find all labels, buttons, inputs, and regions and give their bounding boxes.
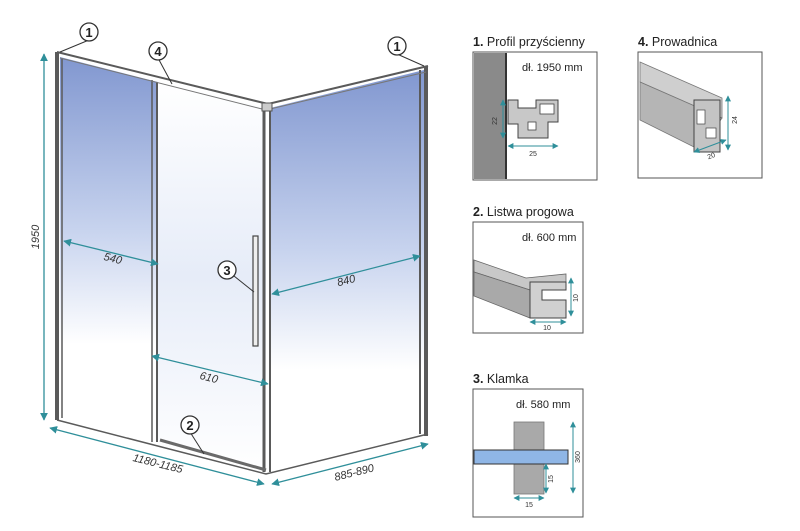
detail-handle-drawing: 360 15 15 dł. 580 mm [472, 388, 584, 518]
detail-wall-profile-drawing: 22 25 dł. 1950 mm [472, 51, 598, 181]
detail-2-title: 2. Listwa progowa [473, 205, 574, 219]
side-width-label: 885-890 [333, 462, 376, 484]
svg-text:15: 15 [525, 502, 533, 509]
corner-post-cap [261, 102, 273, 112]
svg-text:3: 3 [223, 263, 230, 278]
sliding-door-glass [158, 82, 266, 470]
dimension-lines [40, 53, 429, 487]
callout-3: 3 [217, 260, 255, 293]
detail-3-length: dł. 580 mm [516, 399, 570, 411]
svg-text:10: 10 [573, 294, 580, 302]
svg-text:10: 10 [543, 325, 551, 332]
detail-threshold-strip-drawing: 10 10 dł. 600 mm [472, 221, 584, 334]
fixed-glass-panel [60, 57, 158, 440]
svg-text:4: 4 [154, 44, 162, 59]
svg-text:22: 22 [492, 117, 499, 125]
svg-text:360: 360 [575, 451, 582, 463]
svg-text:20: 20 [707, 152, 717, 161]
callout-2: 2 [180, 415, 205, 455]
detail-2-length: dł. 600 mm [522, 232, 576, 244]
callout-1-right: 1 [387, 36, 425, 67]
callout-4: 4 [148, 41, 173, 85]
detail-1-title: 1. Profil przyścienny [473, 35, 585, 49]
svg-text:15: 15 [548, 475, 555, 483]
fixed-panel-width-label: 540 [102, 251, 124, 267]
svg-text:1: 1 [85, 25, 92, 40]
svg-text:24: 24 [732, 116, 739, 124]
svg-text:25: 25 [529, 151, 537, 158]
height-dimension-label: 1950 [30, 224, 42, 249]
svg-text:1: 1 [393, 39, 400, 54]
detail-3-title: 3. Klamka [473, 372, 529, 386]
svg-text:2: 2 [186, 418, 193, 433]
door-opening-label: 610 [198, 370, 220, 386]
side-panel-width-label: 840 [336, 273, 358, 289]
door-handle [252, 235, 259, 347]
detail-4-title: 4. Prowadnica [638, 35, 718, 49]
detail-1-length: dł. 1950 mm [522, 62, 583, 74]
callout-1-left: 1 [59, 22, 99, 53]
detail-guide-rail-drawing: 24 20 [637, 51, 763, 179]
side-glass-panel [270, 70, 424, 470]
